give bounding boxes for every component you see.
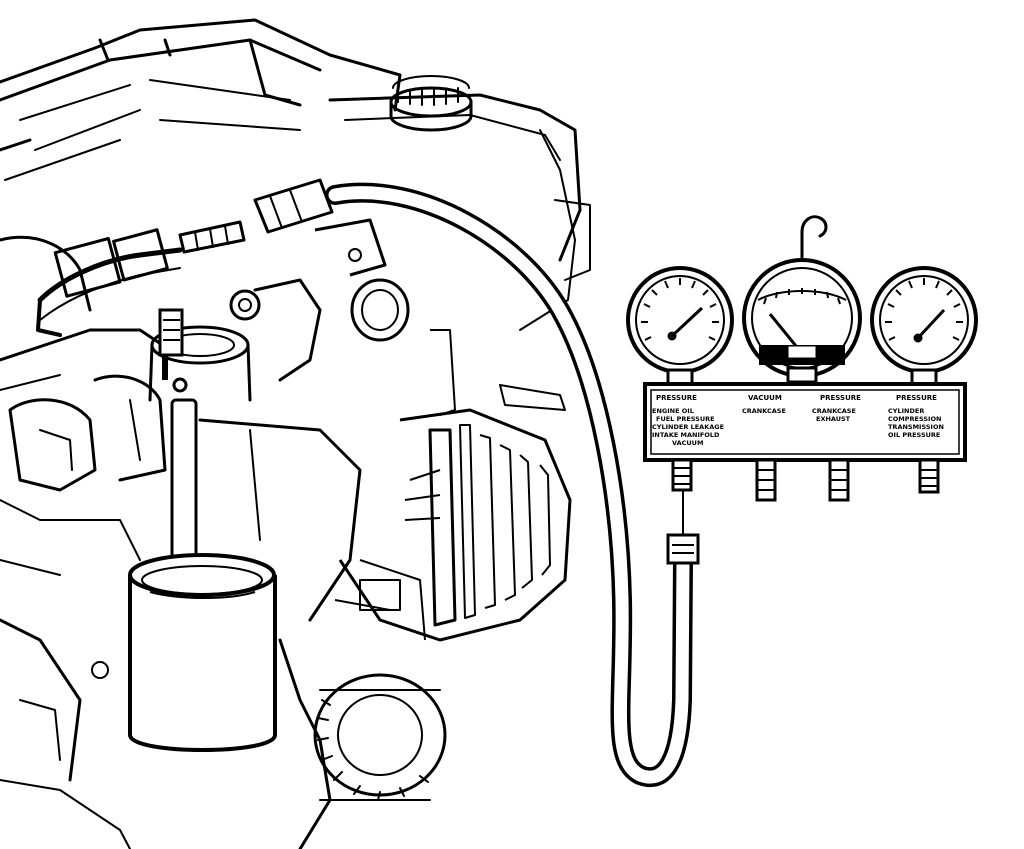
- col1-line: VACUUM: [672, 439, 703, 447]
- engine-block: [0, 18, 591, 849]
- fuel-container: [128, 553, 277, 752]
- col3-line: CRANKCASE: [812, 407, 856, 415]
- col3-line: EXHAUST: [816, 415, 851, 423]
- alternator: [334, 408, 572, 642]
- gauge-set: PRESSURE VACUUM PRESSURE PRESSURE ENGINE…: [626, 215, 978, 502]
- hose-connector: [253, 178, 566, 416]
- hose-end-fitting: [666, 490, 700, 565]
- col4-line: OIL PRESSURE: [888, 431, 940, 439]
- col1-header: PRESSURE: [656, 394, 697, 402]
- vacuum-gauge-center: [742, 258, 862, 384]
- col2-header: VACUUM: [748, 394, 782, 402]
- col4-line: TRANSMISSION: [888, 423, 944, 431]
- manifold-bar: [643, 382, 967, 462]
- col1-line: FUEL PRESSURE: [656, 415, 715, 423]
- col2-line: CRANKCASE: [742, 407, 786, 415]
- col4-line: CYLINDER: [888, 407, 924, 415]
- col4-line: COMPRESSION: [888, 415, 941, 423]
- col1-line: INTAKE MANIFOLD: [652, 431, 720, 439]
- col3-header: PRESSURE: [820, 394, 861, 402]
- hose-port-fittings: [671, 458, 940, 502]
- pressure-gauge-left: [626, 266, 734, 386]
- pressure-gauge-right: [870, 266, 978, 386]
- col1-line: ENGINE OIL: [652, 407, 694, 415]
- col4-header: PRESSURE: [896, 394, 937, 402]
- hanger-hook-icon: [800, 215, 828, 270]
- col1-line: CYLINDER LEAKAGE: [652, 423, 724, 431]
- fuel-pressure-hose: [325, 182, 693, 787]
